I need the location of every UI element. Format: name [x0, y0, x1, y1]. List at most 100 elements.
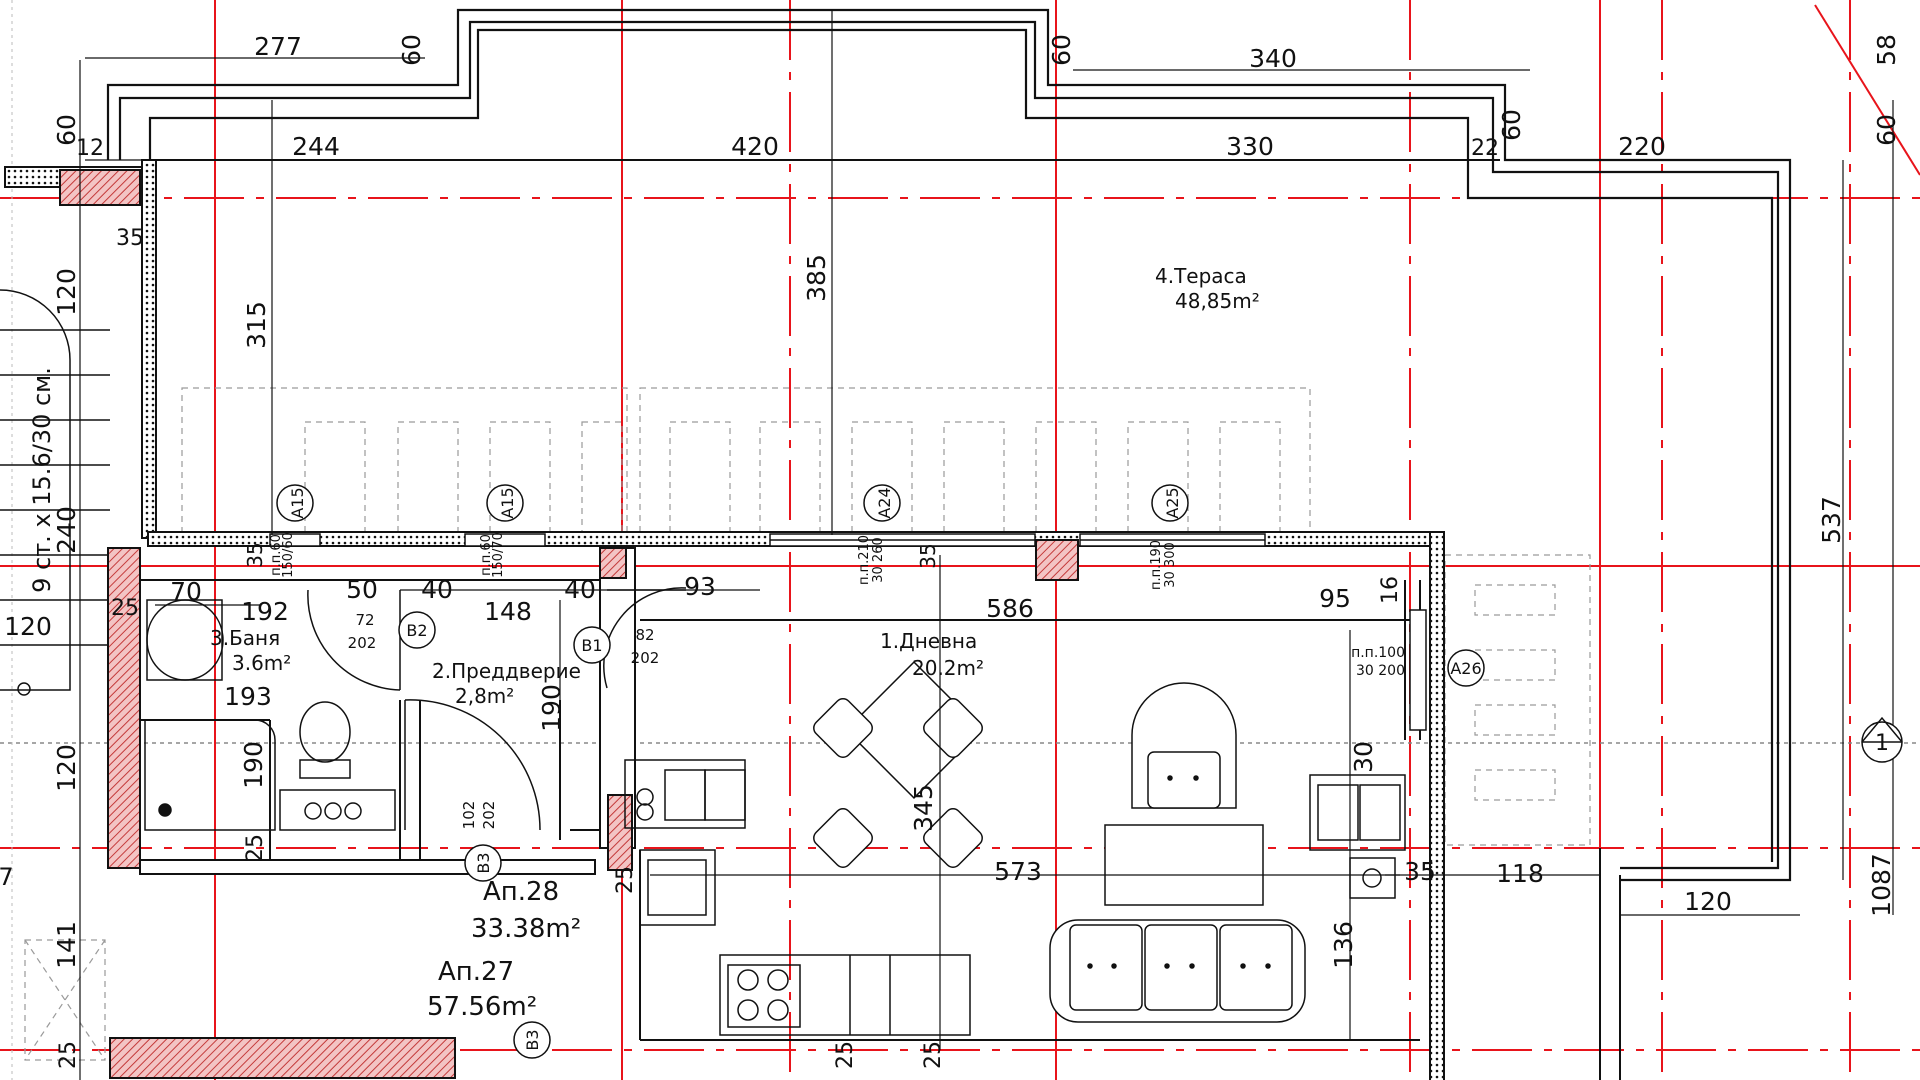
- terrace-parapet: [106, 8, 1792, 882]
- a25-size: п.п.190: [1149, 540, 1164, 590]
- dim-220: 220: [1618, 132, 1666, 161]
- b1-w: 82: [635, 626, 654, 644]
- room-hall-name: 2.Преддверие: [432, 659, 581, 683]
- room-living-name: 1.Дневна: [880, 629, 977, 653]
- dim-141: 141: [52, 921, 81, 969]
- dim-25: 25: [921, 1041, 946, 1069]
- room-terrace-area: 48,85m²: [1175, 289, 1260, 313]
- dim-586: 586: [986, 594, 1034, 623]
- dim-240: 240: [52, 506, 81, 554]
- dim-25: 25: [111, 596, 139, 621]
- dim-345: 345: [909, 784, 938, 832]
- tag-b2: B2: [406, 621, 427, 640]
- room-bath-area: 3.6m²: [232, 651, 291, 675]
- dim-70: 70: [170, 577, 202, 606]
- dim-136: 136: [1329, 921, 1358, 969]
- dim-330: 330: [1226, 132, 1274, 161]
- dim-190: 190: [239, 741, 268, 789]
- dim-277: 277: [254, 32, 302, 61]
- dim-60: 60: [52, 114, 81, 146]
- apt28-area: 33.38m²: [471, 914, 581, 944]
- apt28-name: Ап.28: [483, 877, 559, 907]
- dim-95: 95: [1319, 584, 1351, 613]
- dim-35: 35: [243, 542, 267, 567]
- room-labels: 4.Тераса 48,85m² 1.Дневна 20.2m² 2.Предд…: [210, 264, 1260, 1022]
- dim-35: 35: [916, 543, 940, 568]
- tag-a25: A25: [1163, 487, 1182, 518]
- lounge-set: [1049, 682, 1306, 1023]
- dim-340: 340: [1249, 44, 1297, 73]
- dim-190: 190: [537, 684, 566, 732]
- dim-193: 193: [224, 682, 272, 711]
- b3-w: 102: [460, 801, 478, 830]
- room-bath-name: 3.Баня: [210, 626, 280, 650]
- dim-35: 35: [1404, 857, 1436, 886]
- dim-420: 420: [731, 132, 779, 161]
- tag-a15: A15: [498, 487, 517, 518]
- dim-120: 120: [1684, 887, 1732, 916]
- tag-a24: A24: [875, 487, 894, 518]
- a24-size: п.п.210: [857, 535, 872, 585]
- opening-tag-text: A15 A15 A24 A25 A26 B2 B1 B3 B3 1 п.п.60…: [269, 487, 1889, 1050]
- stairs-note: 9 ст. х 15.6/30 см.: [28, 367, 56, 593]
- dim-148: 148: [484, 597, 532, 626]
- tag-a26: A26: [1450, 659, 1481, 678]
- bathroom-fixtures: [144, 599, 396, 831]
- a25-size2: 30 300: [1163, 542, 1178, 588]
- tag-b3: B3: [474, 852, 493, 873]
- a26-size: п.п.100: [1351, 645, 1405, 661]
- dim-25: 25: [56, 1041, 81, 1069]
- dim-93: 93: [684, 572, 716, 601]
- dim-40: 40: [564, 575, 596, 604]
- dim-58: 58: [1872, 34, 1901, 66]
- dim-40: 40: [421, 575, 453, 604]
- b2-w: 72: [355, 611, 374, 629]
- b3-h: 202: [480, 801, 498, 830]
- dim-60: 60: [1047, 34, 1076, 66]
- dim-244: 244: [292, 132, 340, 161]
- dim-573: 573: [994, 857, 1042, 886]
- dim-16: 16: [1378, 576, 1403, 604]
- a15b-size: п.п.60: [479, 534, 494, 576]
- a15-size: п.п.60: [269, 534, 284, 576]
- dim-30: 30: [1349, 741, 1378, 773]
- dim-120: 120: [4, 612, 52, 641]
- section-marker-arrow: [1861, 716, 1903, 743]
- a24-size2: 30 260: [871, 537, 886, 583]
- room-hall-area: 2,8m²: [455, 684, 514, 708]
- dining-set: [813, 661, 983, 868]
- dim-25: 25: [833, 1041, 858, 1069]
- opening-tags: [276, 484, 1903, 1059]
- apt27-name: Ап.27: [438, 957, 514, 987]
- dimension-labels: 277 60 60 340 58 60 60 12 244 420 330 22…: [0, 32, 1901, 1069]
- room-terrace-name: 4.Тераса: [1155, 264, 1247, 288]
- dim-120: 120: [52, 744, 81, 792]
- dim-60: 60: [397, 34, 426, 66]
- windows: [269, 533, 1427, 731]
- dimension-lines: [79, 10, 1894, 1080]
- tag-a15: A15: [288, 487, 307, 518]
- a26-size2: 30 200: [1356, 663, 1405, 679]
- dim-25: 25: [613, 866, 638, 894]
- a15-size2: 150/60: [281, 532, 296, 578]
- tag-b3: B3: [523, 1029, 542, 1050]
- dim-35: 35: [116, 226, 144, 251]
- apt27-area: 57.56m²: [427, 992, 537, 1022]
- dim-7: 7: [0, 863, 14, 891]
- dim-22: 22: [1471, 136, 1499, 161]
- a15b-size2: 150/70: [491, 532, 506, 578]
- dim-50: 50: [346, 575, 378, 604]
- dim-120: 120: [52, 268, 81, 316]
- dim-192: 192: [241, 597, 289, 626]
- dim-118: 118: [1496, 859, 1544, 888]
- dim-60: 60: [1497, 109, 1526, 141]
- dim-315: 315: [242, 301, 271, 349]
- b2-h: 202: [348, 634, 377, 652]
- dim-537: 537: [1817, 496, 1846, 544]
- kitchen-fixtures: [624, 759, 1406, 1036]
- tag-b1: B1: [581, 636, 602, 655]
- dim-385: 385: [802, 254, 831, 302]
- staircase: [0, 289, 110, 696]
- section-marker-label: 1: [1875, 731, 1889, 756]
- b1-h: 202: [631, 649, 660, 667]
